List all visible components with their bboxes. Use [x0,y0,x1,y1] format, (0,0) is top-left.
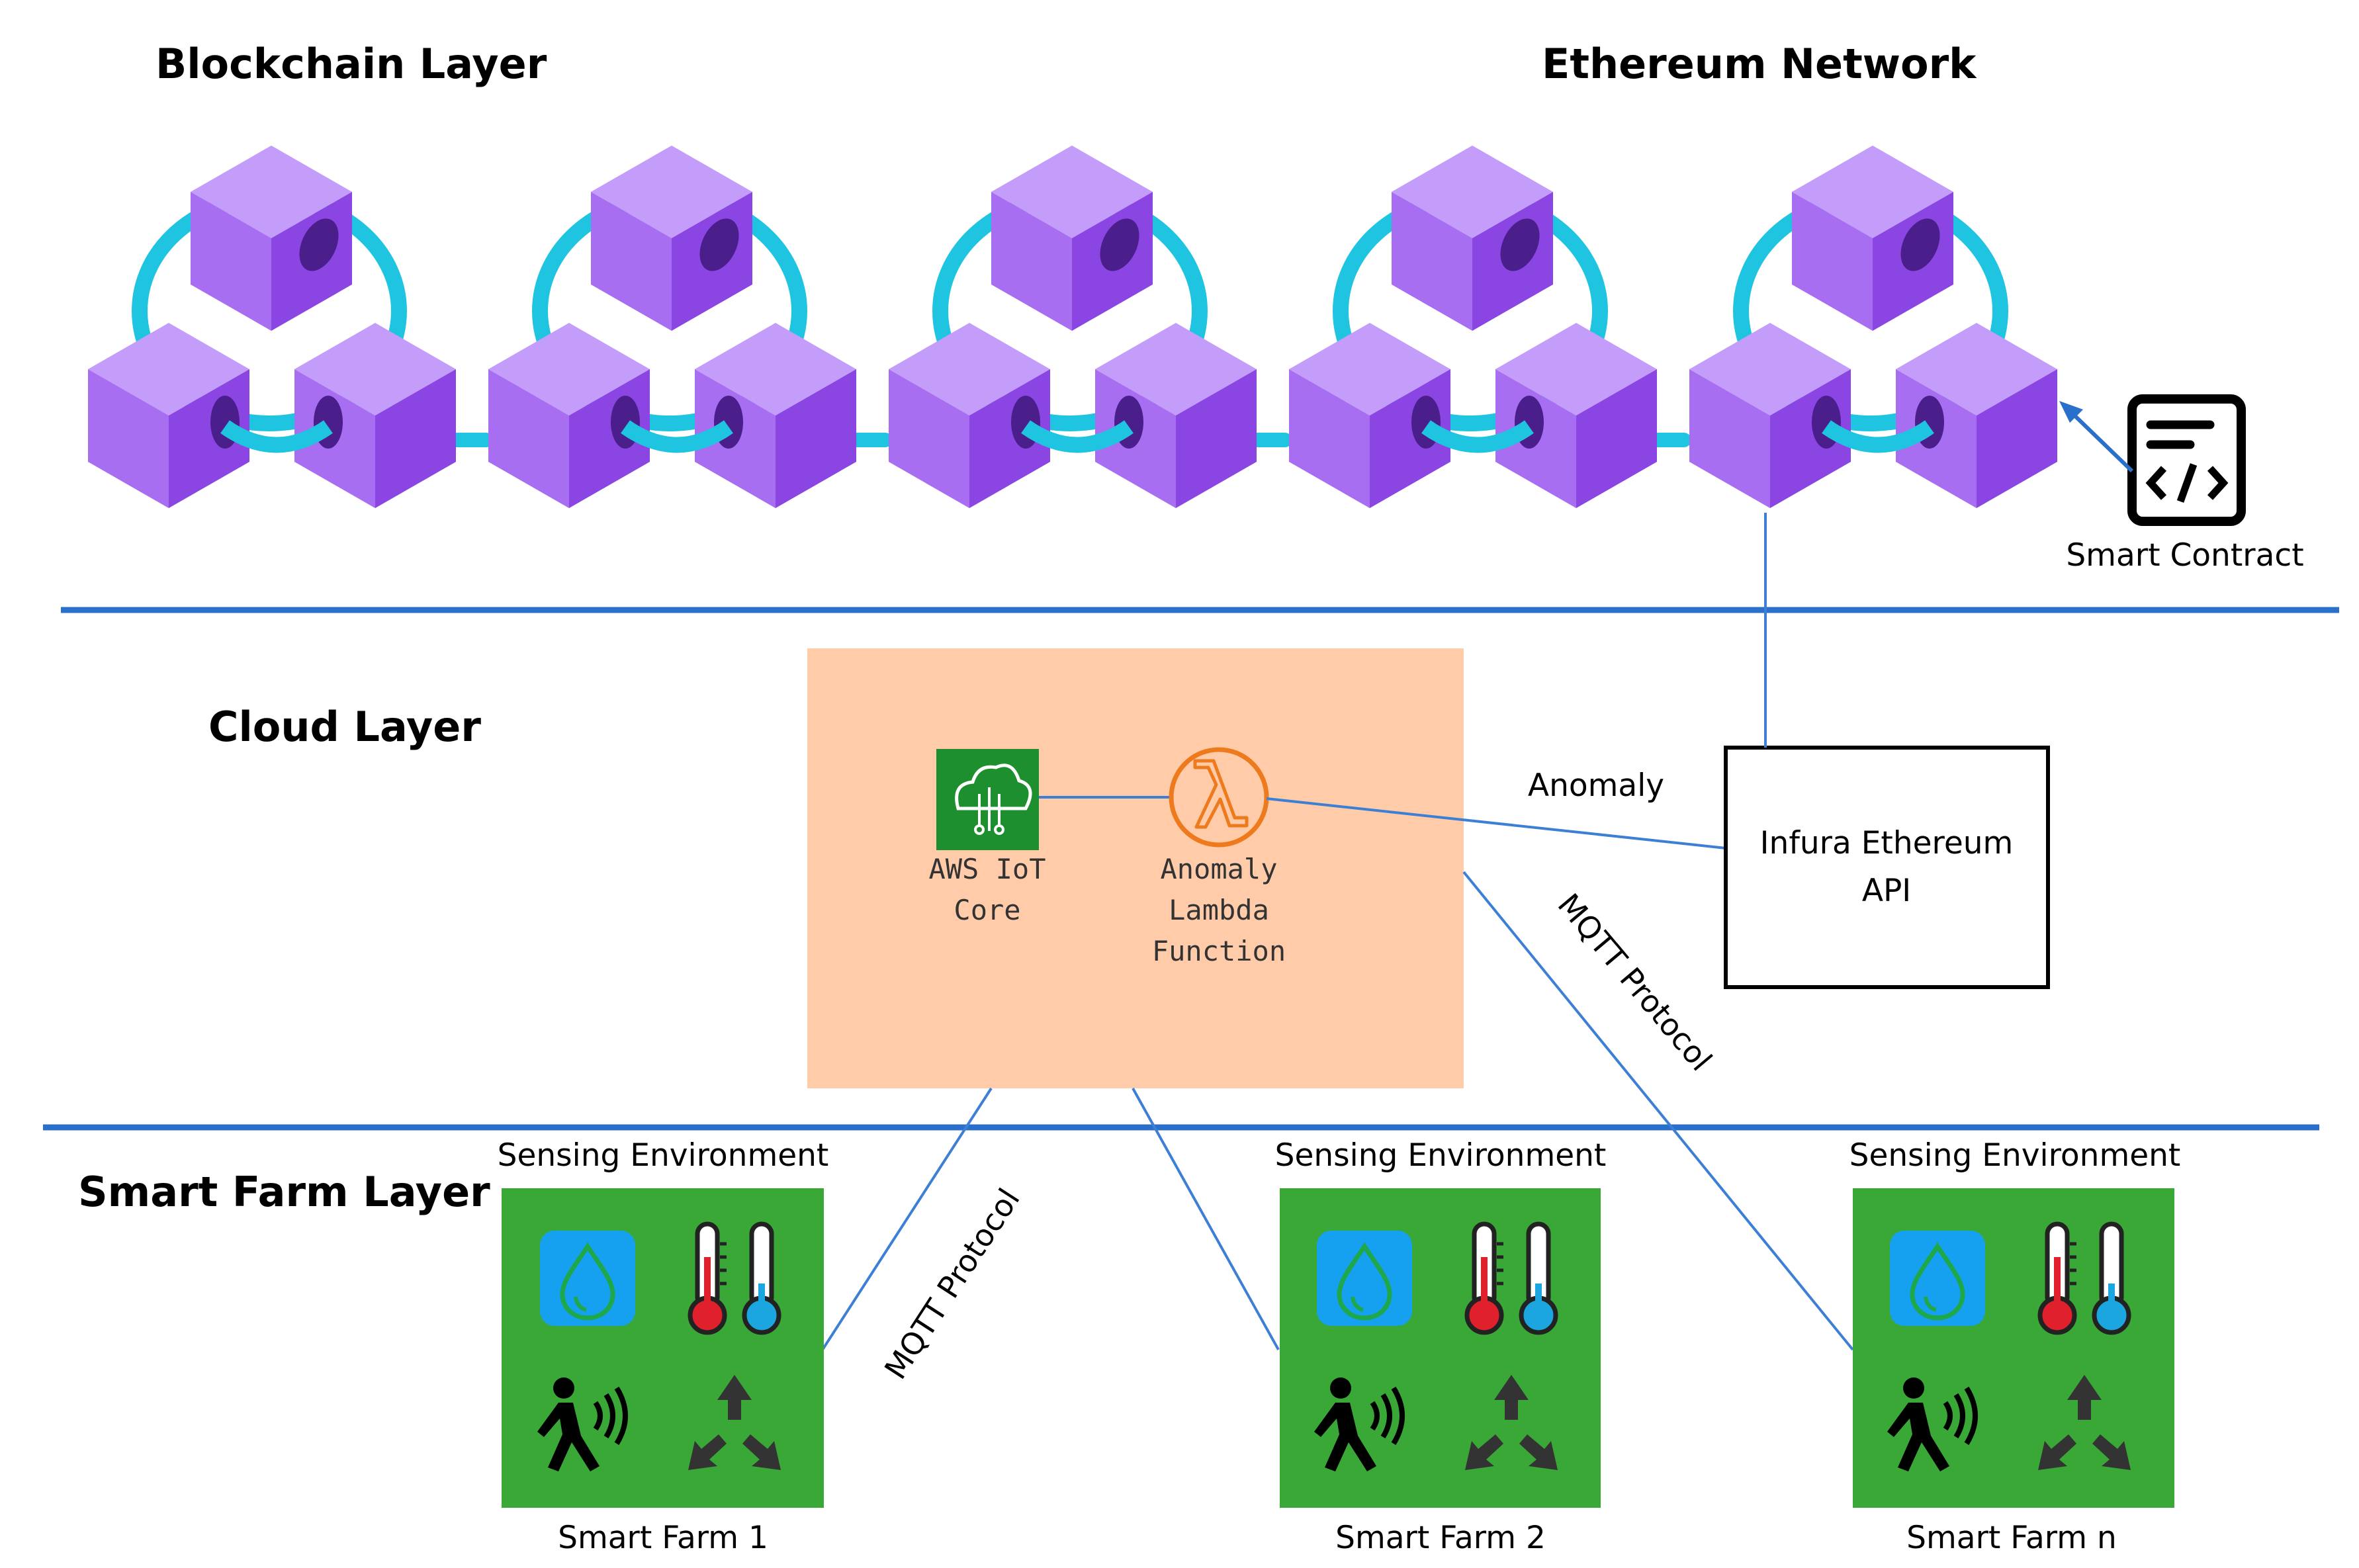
iot-core-label-line2: Core [954,894,1020,926]
anomaly-label: Anomaly [1528,767,1664,804]
farm-name-label: Smart Farm n [1906,1520,2117,1556]
contract-arrow [2059,401,2134,473]
block-cluster-2 [488,146,856,508]
smart-farm-layer-title: Smart Farm Layer [78,1168,490,1216]
mqtt-connector-farm-2 [1132,1088,1280,1350]
aws-iot-core-icon [936,749,1039,850]
block-cluster-3 [889,146,1257,508]
smart-contract-label: Smart Contract [2066,537,2303,574]
infura-label-line2: API [1862,873,1911,909]
smart-farm-1: Sensing Environment Smart Farm 1 [498,1137,829,1556]
block-cluster-5 [1689,146,2057,508]
smart-farm-2: Sensing Environment Smart Farm 2 [1275,1137,1607,1556]
sensing-environment-label: Sensing Environment [498,1137,829,1174]
lambda-label-line2: Lambda [1169,894,1269,926]
sensing-environment-label: Sensing Environment [1275,1137,1607,1174]
iot-core-label-line1: AWS IoT [928,853,1046,885]
mqtt-protocol-label-right: MQTT Protocol [1551,887,1719,1077]
smart-contract-icon [2127,394,2246,526]
smart-farm-n: Sensing Environment Smart Farm n [1849,1137,2181,1556]
block-cluster-1 [88,146,456,508]
lambda-icon [1169,747,1269,848]
sensing-environment-label: Sensing Environment [1849,1137,2181,1174]
anomaly-connector [1266,797,1726,849]
farm-name-label: Smart Farm 1 [558,1520,768,1556]
mqtt-connector-farm-1 [821,1087,993,1351]
lambda-label-line1: Anomaly [1160,853,1277,885]
aws-cloud-box [807,648,1464,1088]
infura-api-box [1724,746,2050,989]
blockchain-layer-title: Blockchain Layer [156,40,547,88]
water-drop-icon [1890,1231,1985,1326]
water-drop-icon [540,1231,635,1326]
infura-label-line1: Infura Ethereum [1760,825,2014,861]
blockchain-clusters [88,146,2057,508]
block-cluster-4 [1289,146,1657,508]
mqtt-protocol-label-left: MQTT Protocol [877,1182,1027,1385]
lambda-label-line3: Function [1152,935,1286,967]
farm-name-label: Smart Farm 2 [1335,1520,1546,1556]
water-drop-icon [1317,1231,1412,1326]
mqtt-connector-farm-n [1462,871,1854,1351]
cloud-layer-title: Cloud Layer [208,703,481,751]
ethereum-network-title: Ethereum Network [1542,40,1977,88]
